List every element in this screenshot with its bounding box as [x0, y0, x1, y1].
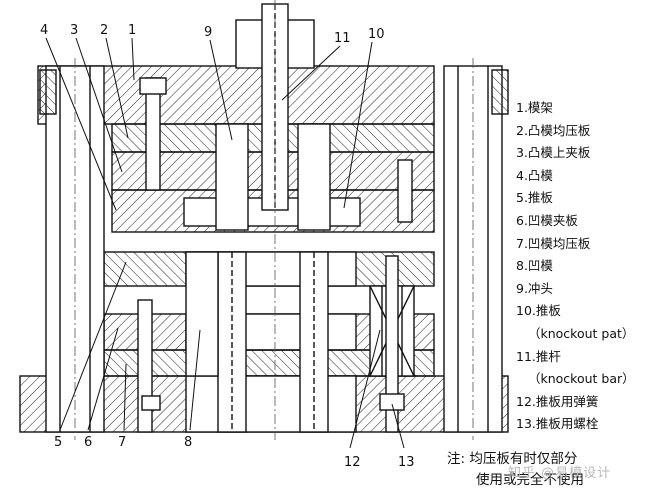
legend-item: 13.推板用螺栓	[516, 416, 599, 432]
footnote-line-2: 使用或完全不使用	[476, 472, 584, 488]
watermark: 知乎 @易模设计	[508, 466, 612, 481]
punch-right	[297, 123, 331, 231]
callout-4: 4	[40, 23, 48, 38]
punch-left	[215, 123, 249, 231]
legend-item: 12.推板用弹簧	[516, 393, 599, 409]
push-plate-bolt	[385, 255, 399, 433]
legend-item: 11.推杆	[516, 348, 561, 364]
legend-item: 5.推板	[516, 190, 553, 206]
callout-1: 1	[128, 23, 136, 38]
callout-7: 7	[118, 435, 126, 450]
callout-3: 3	[70, 23, 78, 38]
upper-screw-head-left	[139, 77, 167, 95]
lower-screw-left	[137, 299, 153, 433]
legend-item: 7.凹模均压板	[516, 235, 591, 251]
legend-item: 8.凹模	[516, 258, 553, 274]
upper-screw-left	[145, 77, 161, 191]
callout-12: 12	[344, 455, 361, 470]
lower-screw-head-left	[141, 395, 161, 411]
legend-item: 1.模架	[516, 100, 553, 115]
legend-item-subnote: （knockout pat）	[528, 325, 635, 341]
push-plate-bolt-head	[379, 393, 405, 411]
legend-item-subnote: （knockout bar）	[528, 371, 635, 387]
legend-item: 6.凹模夹板	[516, 212, 578, 228]
upper-screw-right	[397, 159, 413, 223]
callout-13: 13	[398, 455, 415, 470]
legend-item: 3.凸模上夹板	[516, 145, 591, 161]
callout-8: 8	[184, 435, 192, 450]
callout-2: 2	[100, 23, 108, 38]
footnote-line-1: 均压板有时仅部分	[469, 451, 578, 467]
callout-6: 6	[84, 435, 92, 450]
die-set-bottom-opening	[185, 375, 357, 433]
legend-item: 4.凸模	[516, 167, 553, 183]
legend-item: 10.推板	[516, 303, 561, 319]
footnote: 注: 均压板有时仅部分 使用或完全不使用	[447, 449, 584, 491]
die-block	[185, 251, 219, 377]
callout-11: 11	[334, 31, 351, 46]
legend-item: 2.凸模均压板	[516, 122, 591, 138]
parts-legend: 1.模架 2.凸模均压板 3.凸模上夹板 4.凸模 5.推板 6.凹模夹板 7.…	[516, 97, 656, 436]
callout-9: 9	[204, 25, 212, 40]
legend-item: 9.冲头	[516, 280, 553, 296]
callout-labels-bottom: 5 6 7 8 12 13	[54, 435, 415, 470]
guide-bushing-left	[39, 69, 57, 115]
callout-10: 10	[368, 27, 385, 42]
callout-labels-top: 4 3 2 1 9 11 10	[40, 23, 385, 46]
guide-bushing-right	[491, 69, 509, 115]
callout-5: 5	[54, 435, 62, 450]
footnote-prefix: 注:	[447, 451, 466, 467]
